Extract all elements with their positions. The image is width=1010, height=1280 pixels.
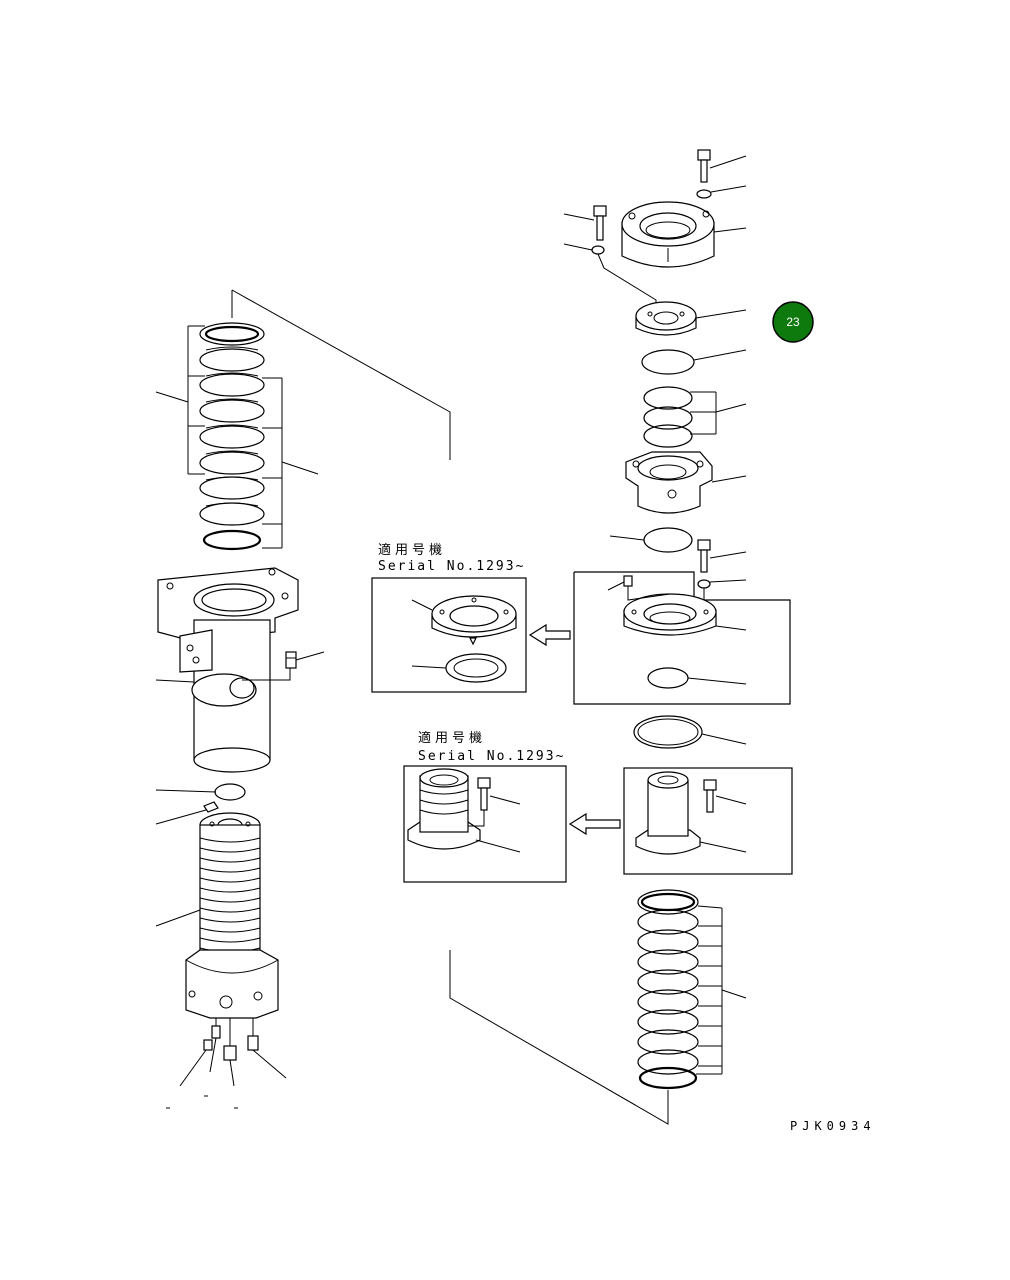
note-serial-1: Serial No.1293~ xyxy=(378,559,525,574)
right-group-connector xyxy=(449,950,669,1125)
small-bolt xyxy=(697,539,747,612)
left-ring-leaders xyxy=(155,325,319,549)
cover xyxy=(621,201,747,268)
right-seal-ring-stack xyxy=(637,889,747,1090)
inset-lower-right xyxy=(623,767,793,875)
arrow-left-icon xyxy=(568,812,621,836)
inset-lower-middle: 適用号機 Serial No.1293~ xyxy=(403,730,567,883)
top-bolt xyxy=(696,149,747,199)
swivel-shaft xyxy=(185,812,279,1019)
note-serial-2: Serial No.1293~ xyxy=(418,749,565,764)
right-o-ring-1 xyxy=(641,349,695,375)
badge-label: 23 xyxy=(786,315,800,329)
flanged-body xyxy=(625,451,747,514)
left-seal-ring-stack xyxy=(199,322,265,551)
swivel-housing xyxy=(157,567,299,773)
right-ring-pair xyxy=(643,386,747,448)
side-bolt xyxy=(563,205,657,310)
left-group-connector xyxy=(231,289,451,460)
note-jp-1: 適用号機 xyxy=(378,542,446,558)
item-badge: 23 xyxy=(772,301,814,343)
grease-nipple xyxy=(242,651,325,681)
small-o-ring xyxy=(214,783,246,801)
badge-circle xyxy=(772,301,814,343)
large-o-ring xyxy=(633,715,703,749)
right-o-ring-2 xyxy=(643,527,693,553)
inset-upper-right xyxy=(573,571,791,705)
note-jp-2: 適用号機 xyxy=(418,730,486,746)
cap xyxy=(635,301,747,336)
arrow-left-icon xyxy=(528,623,571,647)
inset-upper-middle: 適用号機 Serial No.1293~ xyxy=(371,542,527,693)
drawing-code: PJK0934 xyxy=(790,1119,876,1133)
bottom-plugs xyxy=(179,1018,287,1087)
